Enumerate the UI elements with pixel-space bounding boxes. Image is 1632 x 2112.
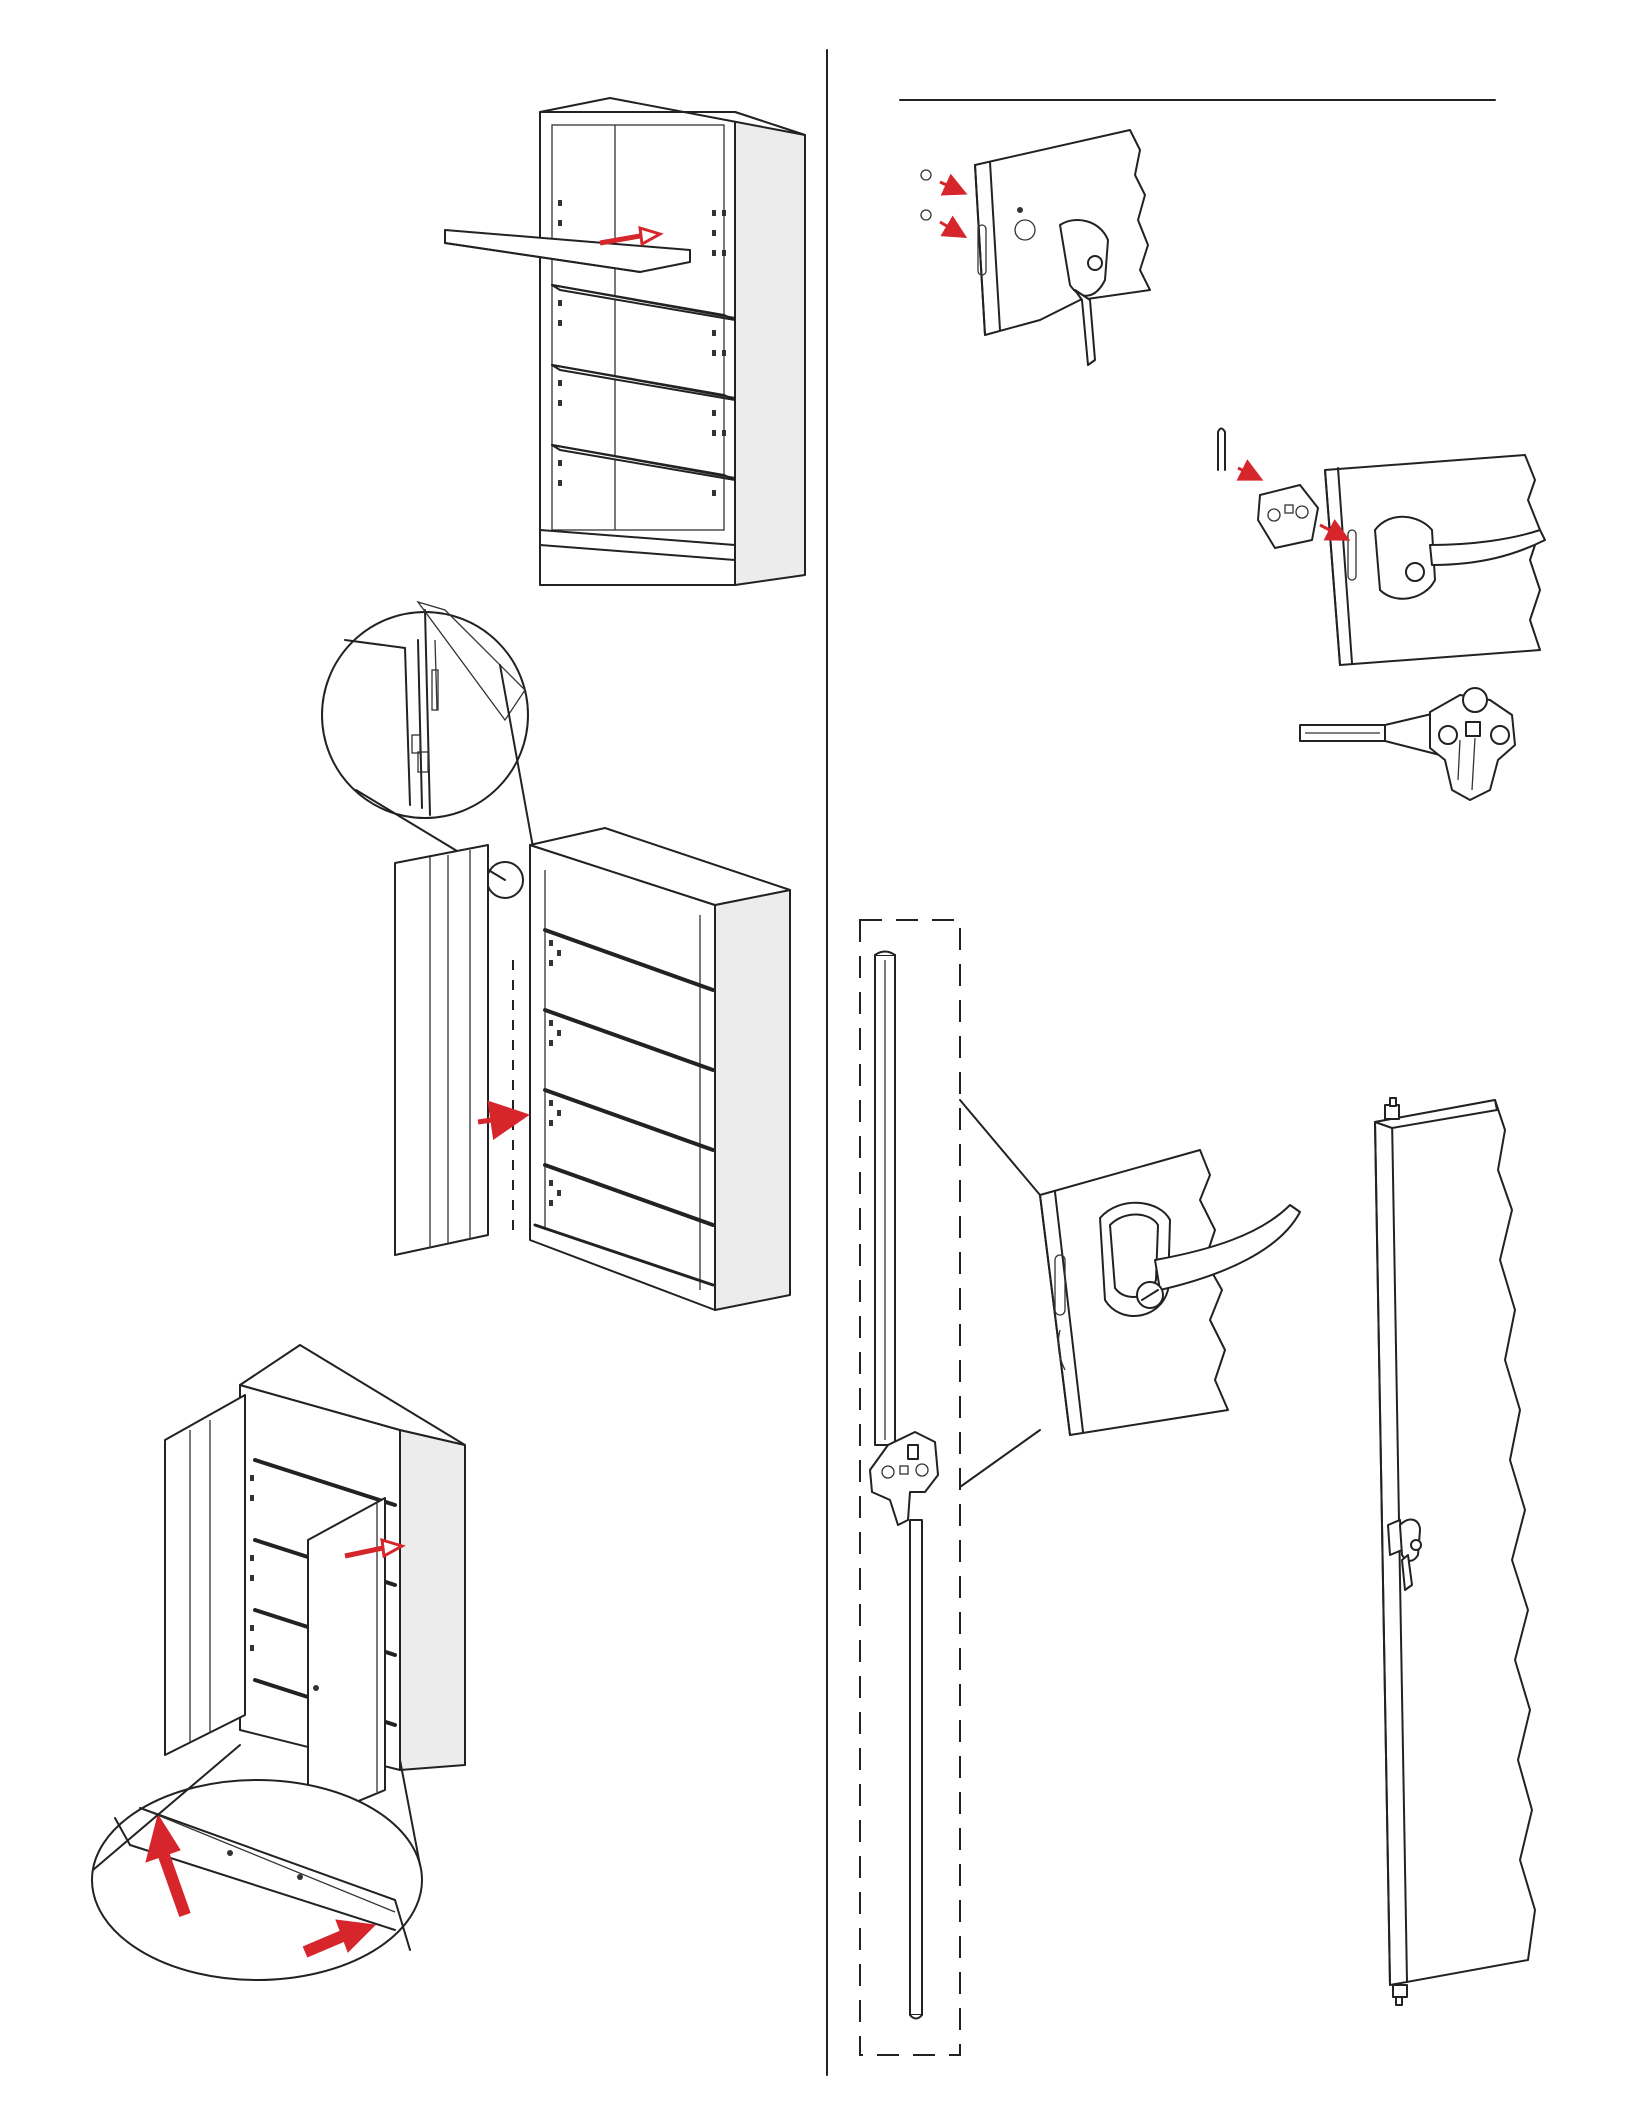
right-door-install-figure (92, 1345, 465, 1980)
cam-plate-detail-figure (1300, 688, 1515, 800)
left-door-hinge-figure (322, 602, 790, 1310)
door-handle-detail-figure (960, 1100, 1300, 1487)
magnifier-circle-icon (322, 602, 528, 818)
magnifier-circle-icon (92, 1780, 422, 1980)
lock-rod-figure (860, 920, 960, 2055)
door-panel-figure (1375, 1098, 1535, 2005)
lock-screws-figure (921, 130, 1150, 365)
red-arrow-icon (940, 182, 962, 235)
shelf-insertion-figure (445, 98, 805, 585)
lock-cam-plate-figure (1218, 429, 1545, 666)
